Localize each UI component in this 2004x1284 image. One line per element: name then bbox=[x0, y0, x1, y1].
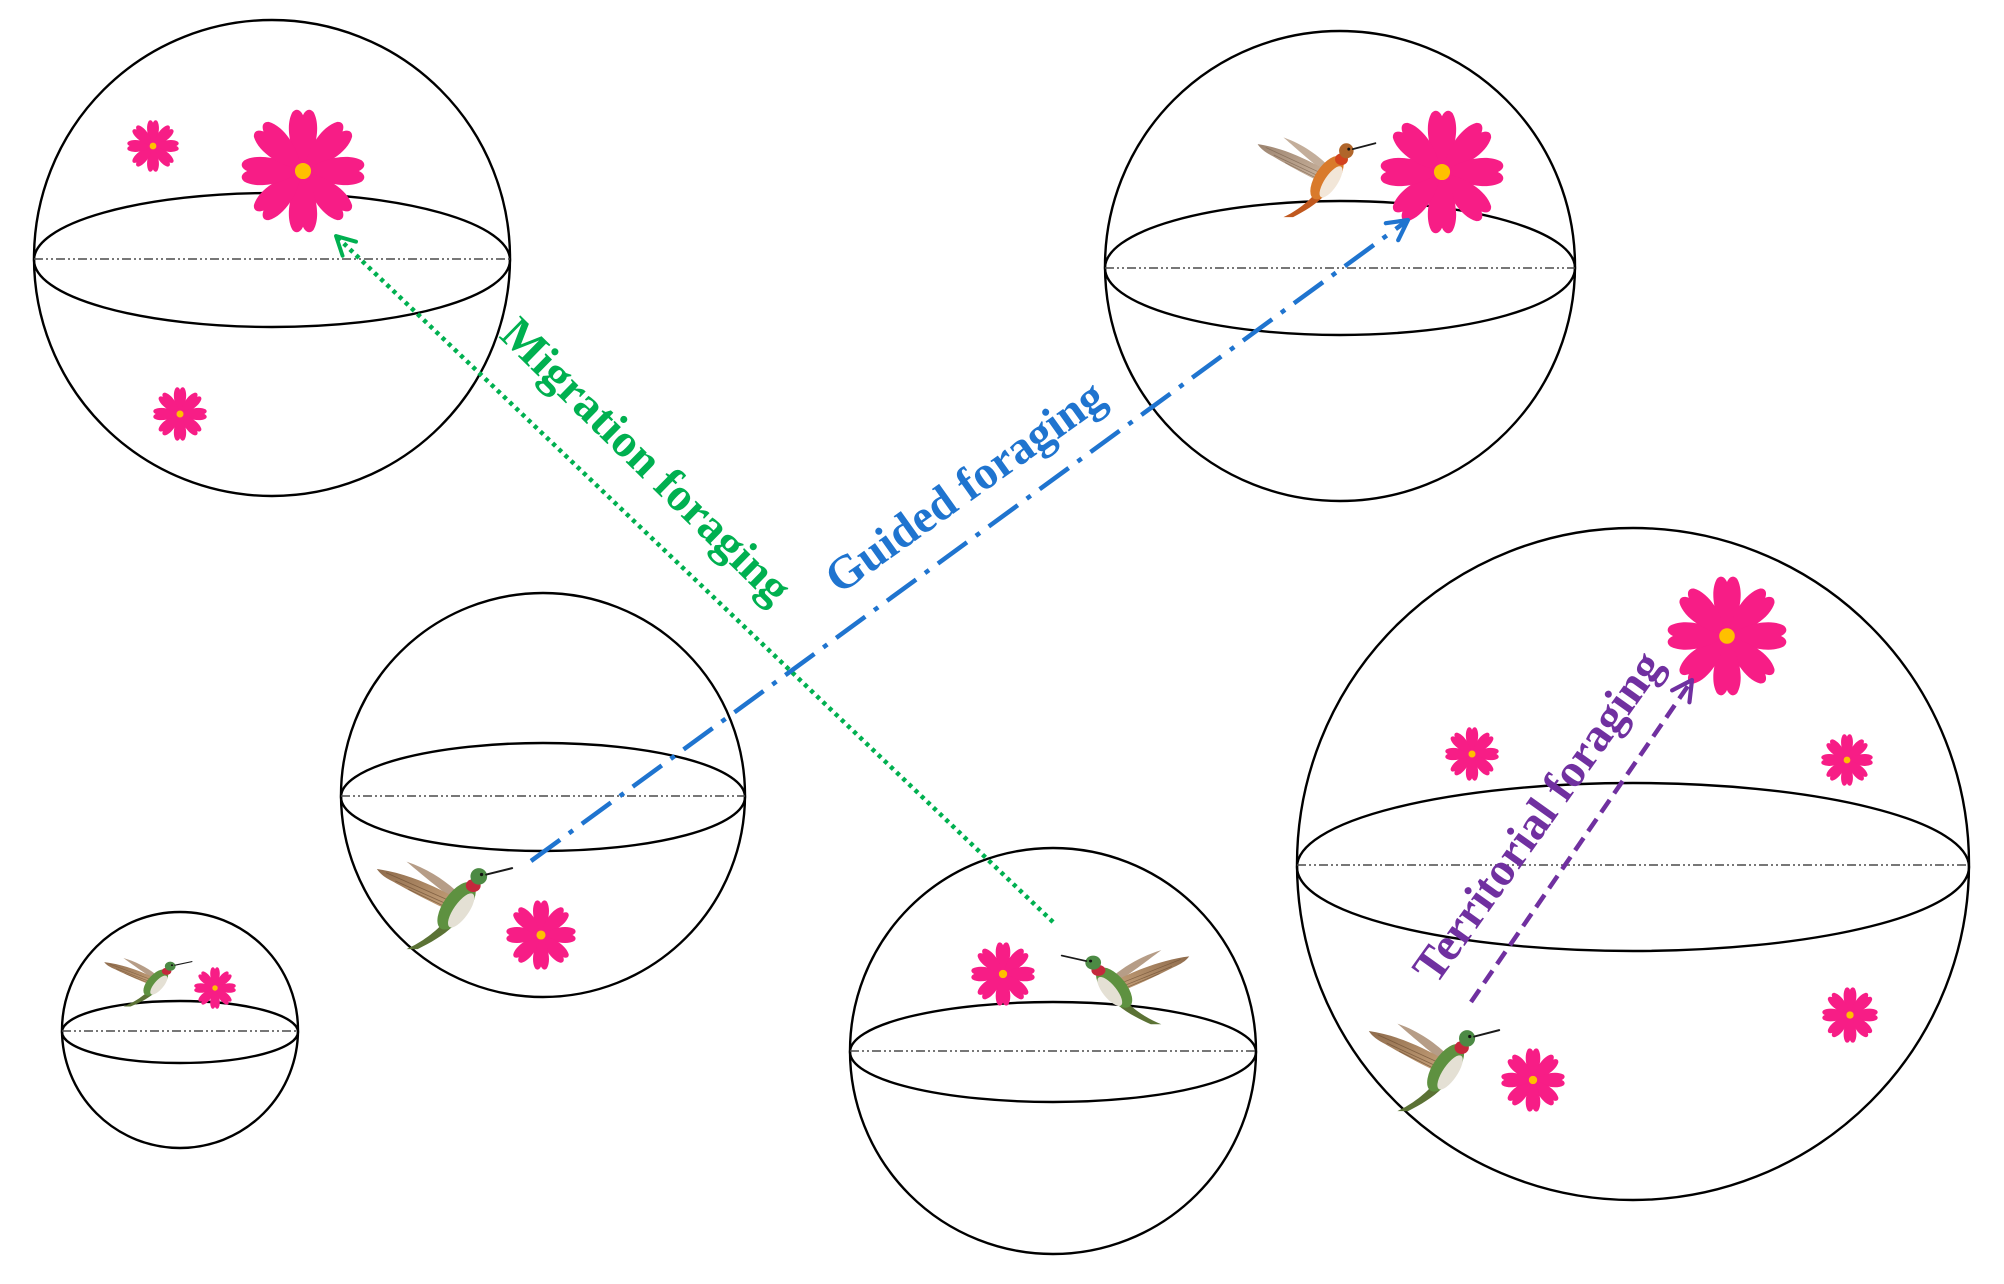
sphere-equator bbox=[1295, 781, 1971, 953]
sphere-equator bbox=[848, 1000, 1258, 1104]
sphere-outline bbox=[60, 910, 300, 1150]
hummingbirds bbox=[103, 136, 1501, 1112]
hummingbird-icon bbox=[103, 957, 193, 1007]
guided-foraging-arrow bbox=[529, 217, 1411, 863]
flower-icon bbox=[1822, 987, 1877, 1042]
migration-foraging-label: Migration foraging bbox=[490, 307, 801, 614]
sphere-outline bbox=[32, 18, 512, 498]
sphere-equator bbox=[60, 999, 300, 1065]
flower-icon bbox=[127, 120, 178, 171]
sphere-right-large bbox=[1295, 526, 1971, 1202]
migration-foraging-arrow bbox=[334, 234, 1055, 924]
hummingbird-icon bbox=[1256, 136, 1377, 218]
hummingbird-icon bbox=[1060, 949, 1191, 1025]
sphere-top-left bbox=[32, 18, 512, 498]
territorial-foraging-label: Territorial foraging bbox=[1403, 641, 1674, 992]
flower-icon bbox=[153, 387, 206, 440]
sphere-outline bbox=[1103, 29, 1577, 503]
flower-icon bbox=[506, 900, 575, 969]
flower-icon bbox=[242, 110, 365, 233]
guided-foraging-label: Guided foraging bbox=[815, 370, 1115, 604]
flower-icon bbox=[971, 942, 1034, 1005]
territorial-foraging-arrow bbox=[1469, 677, 1695, 1004]
flower-icon bbox=[1668, 577, 1787, 696]
sphere-outline bbox=[1295, 526, 1971, 1202]
sphere-bottom-middle bbox=[848, 846, 1258, 1256]
flower-icon bbox=[1445, 727, 1498, 780]
sphere-equator bbox=[339, 741, 747, 853]
hummingbird-icon bbox=[1367, 1022, 1501, 1112]
sphere-small-bottom-left bbox=[60, 910, 300, 1150]
flower-icon bbox=[1501, 1048, 1564, 1111]
sphere-top-right bbox=[1103, 29, 1577, 503]
flowers bbox=[127, 110, 1877, 1112]
flower-icon bbox=[1821, 734, 1872, 785]
